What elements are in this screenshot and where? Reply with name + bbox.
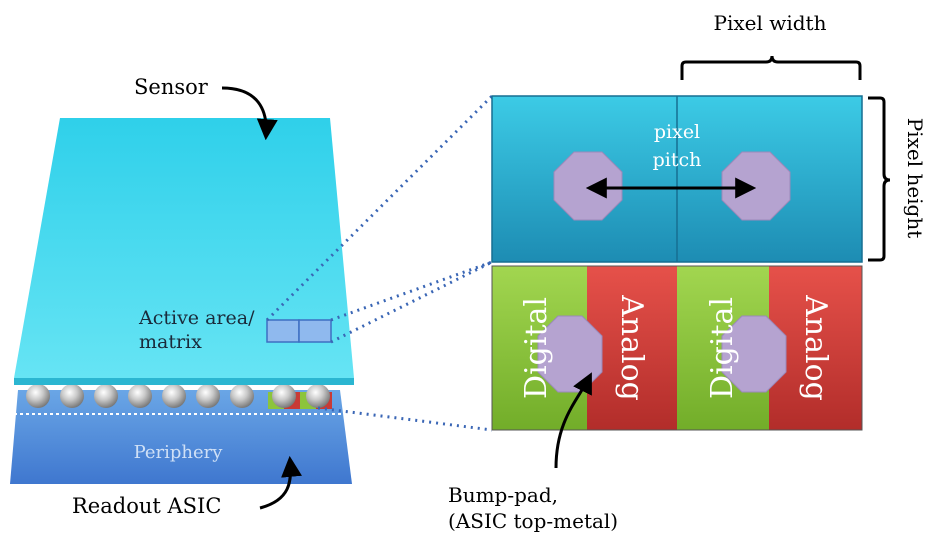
bump-pad-pointer-arrow — [554, 372, 592, 469]
analog-label-right: Analog — [798, 294, 833, 401]
pixel-pitch-label-line1: pixel — [654, 121, 700, 143]
bump-pad-label-line2: (ASIC top-metal) — [448, 509, 618, 533]
pixel-height-label: Pixel height — [903, 118, 927, 239]
bump-pad-octagon-asic-right — [721, 315, 787, 393]
zoom-projection-lines — [265, 94, 494, 432]
analog-label-left: Analog — [614, 294, 649, 401]
sensor-label: Sensor — [134, 75, 209, 99]
bump-pad-octagon-sensor-left — [553, 151, 623, 221]
active-area-label-line2: matrix — [139, 331, 202, 353]
readout-asic-label: Readout ASIC — [72, 494, 221, 518]
active-area-label-line1: Active area/ — [138, 307, 255, 329]
sensor-block — [14, 118, 354, 378]
bump-ball-row — [26, 384, 332, 409]
bump-ball — [128, 384, 152, 408]
pixel-width-bracket — [680, 55, 862, 80]
bump-ball — [94, 384, 118, 408]
bump-ball — [306, 384, 330, 408]
readout-asic-pointer-arrow — [259, 455, 302, 510]
sensor-edge — [14, 378, 354, 385]
bump-ball — [60, 384, 84, 408]
bump-ball — [162, 384, 186, 408]
pixel-height-bracket — [868, 96, 891, 262]
mini-pixel — [298, 319, 332, 343]
zoom-asic-outline — [491, 265, 863, 431]
bump-ball — [272, 384, 296, 408]
bump-ball — [230, 384, 254, 408]
sensor-pointer-arrow — [221, 86, 278, 141]
mini-pixel — [266, 319, 300, 343]
bump-ball — [196, 384, 220, 408]
digital-label-left: Digital — [519, 297, 554, 399]
periphery-label: Periphery — [134, 442, 224, 463]
bump-pad-octagon-sensor-right — [721, 151, 791, 221]
digital-label-right: Digital — [705, 297, 740, 399]
bump-ball — [26, 384, 50, 408]
pixel-pitch-label-line2: pitch — [653, 149, 702, 171]
pixel-width-label: Pixel width — [714, 11, 827, 35]
bump-pad-label-line1: Bump-pad, — [448, 483, 558, 507]
